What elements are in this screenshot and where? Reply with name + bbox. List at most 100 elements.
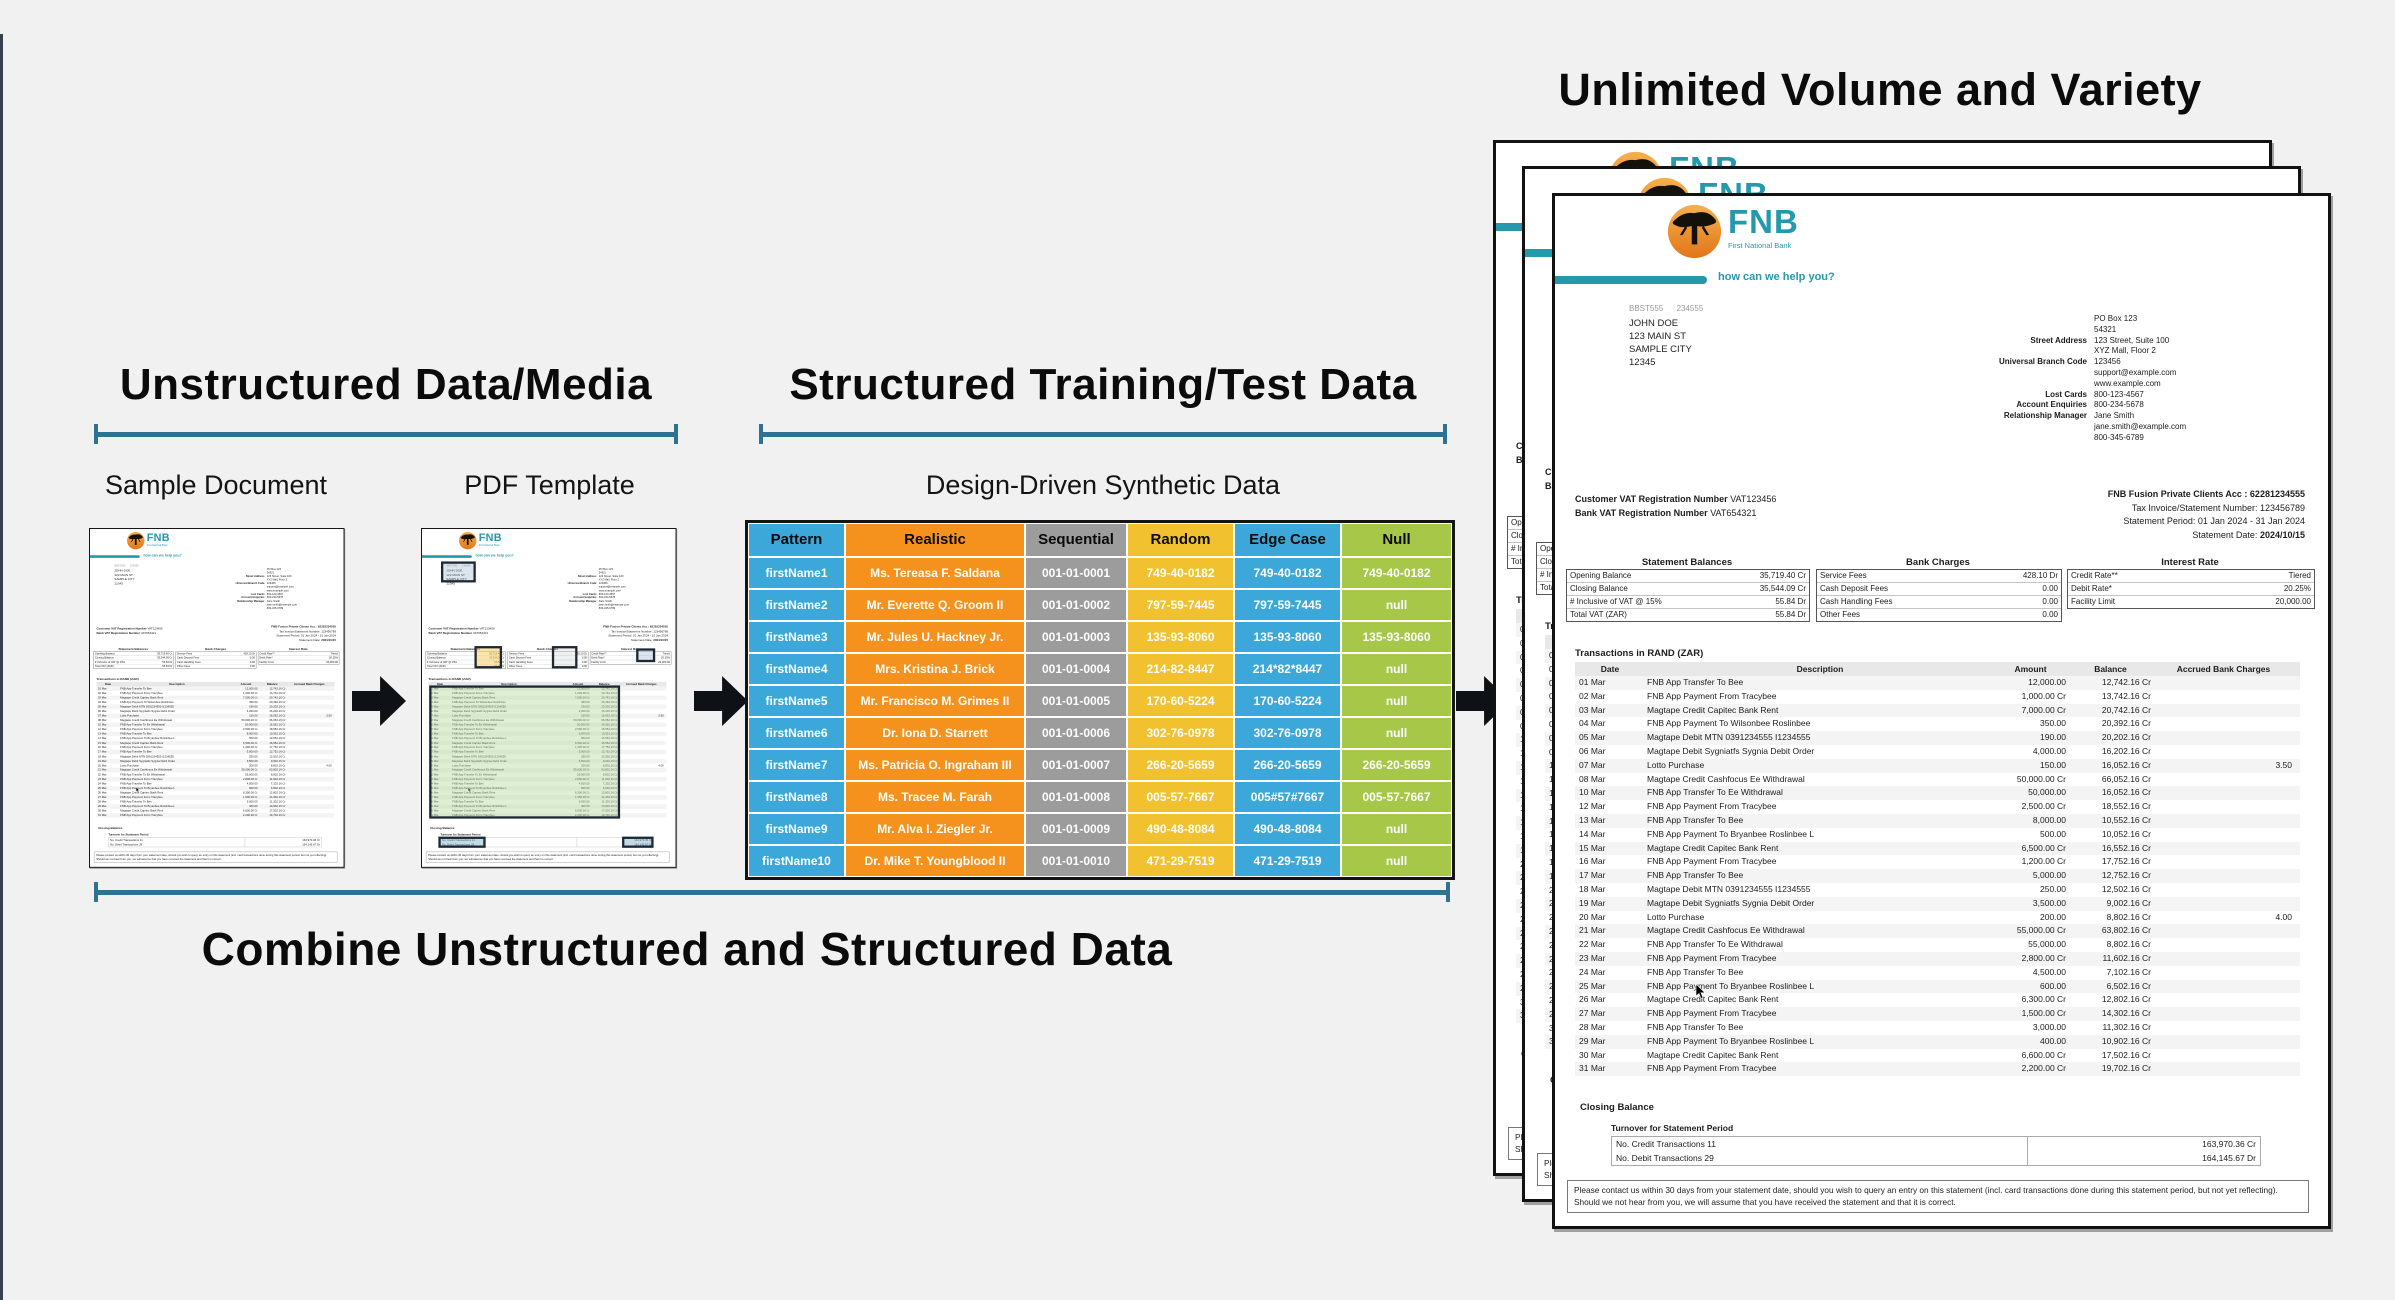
synthetic-table-row: firstName8 Ms. Tracee M. Farah 001-01-00… [749, 782, 1451, 812]
template-field-address-overlay [441, 561, 476, 583]
closing-balance-title: Closing Balance [1580, 1102, 1654, 1113]
transaction-row: 14 Mar FNB App Payment To Bryanbee Rosli… [429, 736, 618, 740]
contact-row: Universal Branch Code 123456 [567, 581, 608, 585]
synthetic-table-body: firstName1 Ms. Tereasa F. Saldana 001-01… [749, 558, 1451, 876]
contact-row: jane.smith@example.com [2094, 421, 2187, 431]
teal-divider-bar [421, 555, 472, 558]
transaction-row: 31 Mar FNB App Payment From Tracybee 2,2… [96, 813, 335, 818]
transaction-row: 22 Mar FNB App Transfer To Ee Withdrawal… [1579, 939, 2151, 950]
fnb-subbrand: First National Bank [478, 543, 500, 547]
transaction-row: 10 Mar FNB App Transfer To Ee Withdrawal… [428, 722, 667, 728]
transaction-row: 14 Mar FNB App Payment To Bryanbee Rosli… [97, 736, 286, 740]
synthetic-table-header-row: Pattern Realistic Sequential Random Edge… [749, 524, 1451, 556]
bank-contact-block: PO Box 123 54321 Street Address 123 Stre… [543, 568, 665, 610]
transaction-row: 23 Mar FNB App Payment From Tracybee 2,8… [96, 776, 335, 782]
statement-footer-notice: Please contact us within 30 days from yo… [93, 851, 338, 863]
transaction-row: 12 Mar FNB App Payment From Tracybee 2,5… [429, 727, 618, 731]
synthetic-table-row: firstName2 Mr. Everette Q. Groom II 001-… [749, 590, 1451, 620]
transaction-row: 10 Mar FNB App Transfer To Ee Withdrawal… [1575, 786, 2300, 801]
account-number-line: FNB Fusion Private Clients Acc : 6228123… [271, 625, 336, 629]
transaction-row: 01 Mar FNB App Transfer To Bee 12,000.00… [428, 686, 667, 691]
transaction-row: 19 Mar Magtape Debit Sygniatfs Sygnia De… [1575, 896, 2300, 911]
contact-row: Lost Cards 800-123-4567 [2045, 389, 2144, 399]
contact-row: Relationship Manager Jane Smith [2003, 411, 2135, 421]
mouse-cursor-icon [136, 787, 140, 793]
vat-registration-block: Customer VAT Registration Number VAT1234… [96, 626, 163, 635]
vat-registration-block: Customer VAT Registration Number VAT1234… [428, 626, 495, 635]
fnb-tree-icon [459, 531, 477, 550]
synthetic-table-row: firstName4 Mrs. Kristina J. Brick 001-01… [749, 654, 1451, 684]
heading-combine-data: Combine Unstructured and Structured Data [201, 923, 1173, 975]
interest-rate-title: Interest Rate [620, 647, 640, 651]
recipient-address: JOHN DOE 123 MAIN ST SAMPLE CITY 12345 [114, 569, 135, 586]
transactions-header-row: Date Description Amount Balance Accrued … [1575, 662, 2300, 676]
transaction-row: 13 Mar FNB App Transfer To Bee 8,000.00 … [1575, 813, 2300, 828]
summary-row: Total VAT (ZAR)55.84 Dr [93, 664, 174, 668]
transaction-row: 15 Mar Magtape Credit Capitec Bank Rent … [428, 740, 667, 746]
summary-row: Debit Rate*20.25% [258, 655, 339, 660]
fnb-logo: FNB First National Bank [127, 531, 170, 550]
sample-document-thumbnail: FNB First National Bank how can we help … [89, 528, 345, 869]
transactions-title: Transactions in RAND (ZAR) [1575, 648, 1704, 659]
statement-reference: BBST555 234555 [114, 564, 139, 568]
transaction-row: 15 Mar Magtape Credit Capitec Bank Rent … [96, 740, 335, 746]
left-edge-line [0, 34, 3, 1300]
transaction-row: 04 Mar FNB App Payment To Wilsonbee Rosl… [1579, 718, 2151, 729]
transaction-row: 15 Mar Magtape Credit Capitec Bank Rent … [1575, 841, 2300, 856]
account-info-block: FNB Fusion Private Clients Acc : 6228123… [603, 625, 668, 642]
recipient-address: JOHN DOE 123 MAIN ST SAMPLE CITY 12345 [1629, 318, 1692, 368]
transaction-row: 24 Mar FNB App Transfer To Bee 4,500.00 … [429, 781, 618, 786]
bank-contact-block: PO Box 123 54321 Street Address 123 Stre… [1925, 314, 2297, 444]
summary-row: # Inclusive of VAT @ 15%55.84 Dr [93, 659, 174, 664]
summary-row: Total VAT (ZAR)55.84 Dr [1567, 608, 1809, 621]
recipient-name: JOHN DOE [446, 569, 463, 573]
transaction-row: 21 Mar Magtape Credit Cashfocus Ee Withd… [428, 767, 667, 773]
contact-row: www.example.com [598, 588, 621, 592]
transaction-row: 20 Mar Lotto Purchase 200.00 8,802.16 Cr… [429, 763, 664, 767]
transactions-table: 01 Mar FNB App Transfer To Bee 12,000.00… [428, 686, 667, 818]
contact-row: XYZ Mall, Floor 2 [2094, 346, 2156, 356]
flow-arrow-icon [352, 676, 406, 726]
transaction-row: 31 Mar FNB App Payment From Tracybee 2,2… [428, 813, 667, 818]
fnb-logo: FNB First National Bank [1667, 204, 1799, 259]
transaction-row: 03 Mar Magtape Credit Capitec Bank Rent … [96, 695, 335, 701]
recipient-name: JOHN DOE [1629, 318, 1679, 329]
contact-row: PO Box 123 [2094, 314, 2138, 323]
summary-row: Debit Rate*20.25% [590, 655, 671, 660]
template-field-turnover-overlay [438, 836, 486, 848]
label-sample-document: Sample Document [104, 470, 328, 500]
synthetic-table-row: firstName1 Ms. Tereasa F. Saldana 001-01… [749, 558, 1451, 588]
transaction-row: 22 Mar FNB App Transfer To Ee Withdrawal… [429, 772, 618, 777]
flow-arrow-icon [694, 676, 748, 726]
contact-row: www.example.com [2094, 378, 2161, 388]
turnover-title: Turnover for Statement Period [1611, 1123, 1734, 1133]
bank-statement-page: FNB First National Bank how can we help … [89, 528, 345, 868]
transactions-table: 01 Mar FNB App Transfer To Bee 12,000.00… [96, 686, 335, 818]
transaction-row: 21 Mar Magtape Credit Cashfocus Ee Withd… [96, 767, 335, 773]
contact-row: Street Address 123 Street, Suite 100 [245, 574, 292, 578]
teal-divider-bar [89, 555, 140, 558]
turnover-title: Turnover for Statement Period [440, 833, 481, 837]
contact-row: 800-345-6789 [598, 606, 616, 610]
transaction-row: 05 Mar Magtape Debit MTN 0391234555 I123… [1575, 731, 2300, 745]
contact-row: 54321 [266, 571, 275, 575]
summary-row: Credit Rate**Tiered [591, 651, 670, 655]
transaction-row: 12 Mar FNB App Payment From Tracybee 2,5… [97, 727, 286, 731]
contact-row: Lost Cards 800-123-4567 [250, 592, 284, 596]
transaction-row: 08 Mar Magtape Credit Cashfocus Ee Withd… [429, 718, 618, 722]
contact-row: Universal Branch Code 123456 [235, 581, 276, 585]
bank-statement-page: FNB First National Bank how can we help … [421, 528, 677, 868]
fnb-wordmark: FNB [146, 531, 170, 544]
transaction-row: 23 Mar FNB App Payment From Tracybee 2,8… [428, 776, 667, 782]
transaction-row: 03 Mar Magtape Credit Capitec Bank Rent … [1575, 703, 2300, 718]
fnb-tagline: how can we help you? [475, 553, 514, 558]
transaction-row: 26 Mar Magtape Credit Capitec Bank Rent … [97, 790, 286, 795]
